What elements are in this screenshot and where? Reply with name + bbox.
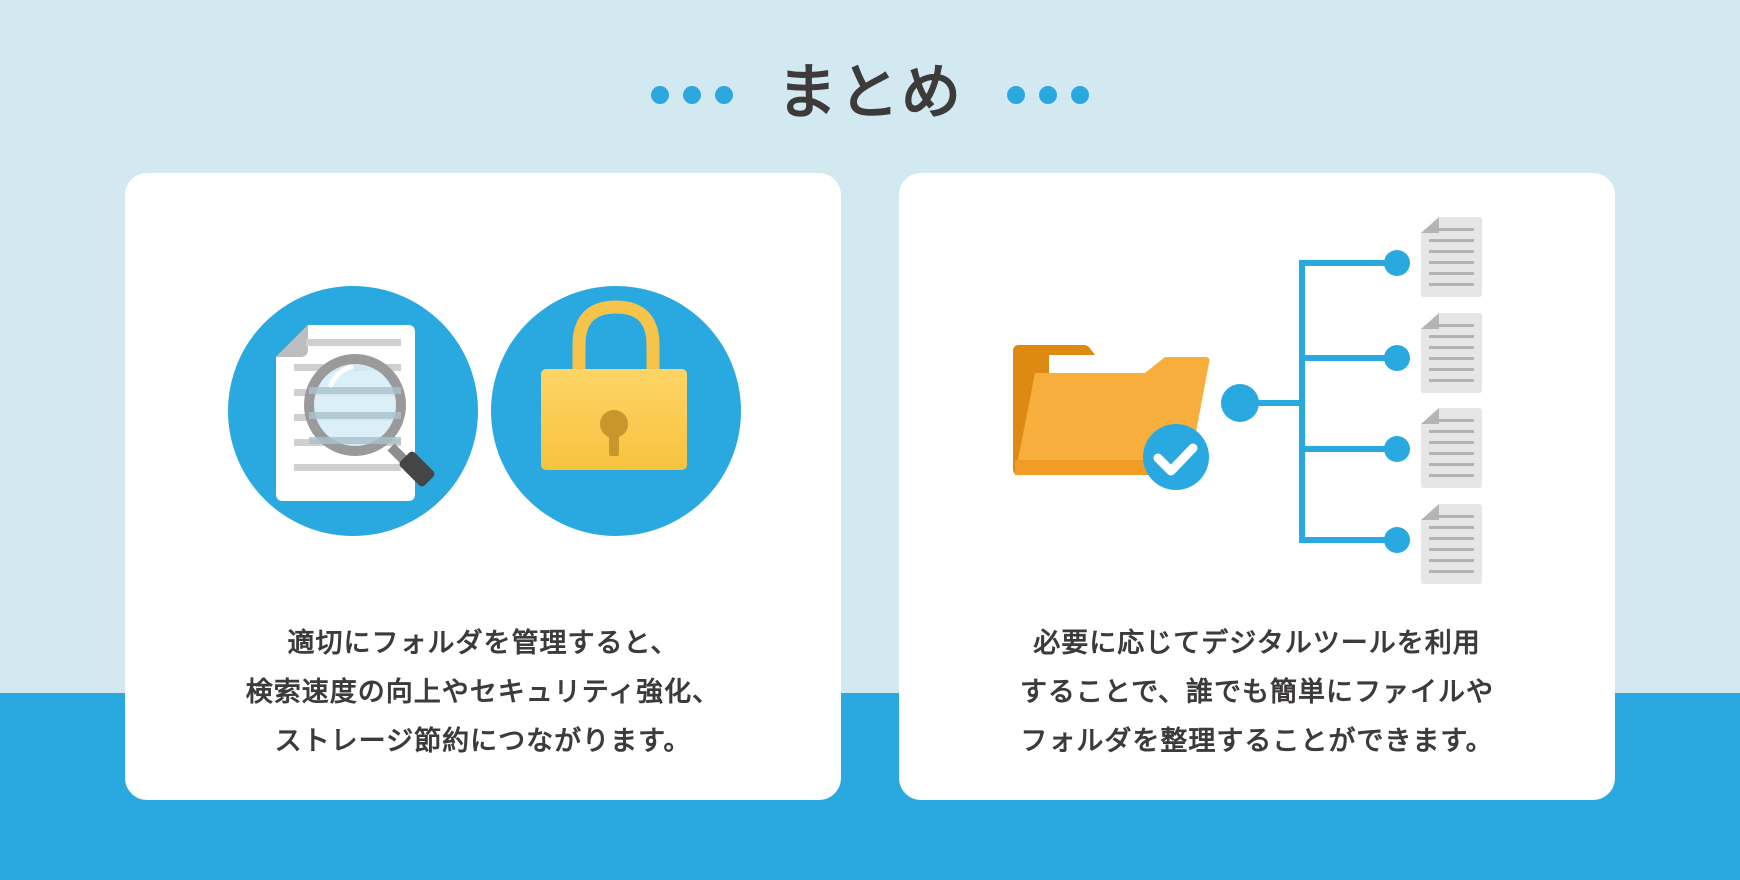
card-line: 適切にフォルダを管理すると、 [287,628,679,659]
dot-icon [715,86,733,104]
dot-icon [1071,86,1089,104]
summary-card-security: 適切にフォルダを管理すると、 検索速度の向上やセキュリティ強化、 ストレージ節約… [125,173,841,800]
page-title: まとめ [777,58,963,128]
card-description: 必要に応じてデジタルツールを利用 することで、誰でも簡単にファイルや フォルダを… [899,619,1615,766]
magnifier-icon [304,354,435,487]
document-search-icon [228,286,478,536]
dot-icon [683,86,701,104]
summary-card-tools: 必要に応じてデジタルツールを利用 することで、誰でも簡単にファイルや フォルダを… [899,173,1615,800]
card-line: 必要に応じてデジタルツールを利用 [1033,628,1481,659]
file-tree-icon [1221,250,1410,553]
dot-icon [651,86,669,104]
document-icon [1421,217,1482,584]
header: まとめ [0,52,1740,138]
card-description: 適切にフォルダを管理すると、 検索速度の向上やセキュリティ強化、 ストレージ節約… [125,619,841,766]
folder-check-icon [1013,345,1210,490]
card-line: することで、誰でも簡単にファイルや [1019,677,1495,708]
dot-icon [1007,86,1025,104]
dot-icon [1039,86,1057,104]
card-illustration [228,286,741,536]
padlock-icon [491,286,741,536]
card-line: 検索速度の向上やセキュリティ強化、 [245,677,721,708]
card-line: ストレージ節約につながります。 [274,726,692,757]
title-dots-right [1007,86,1089,104]
card-illustration [1013,217,1482,584]
card-line: フォルダを整理することができます。 [1020,726,1494,757]
title-dots-left [651,86,733,104]
